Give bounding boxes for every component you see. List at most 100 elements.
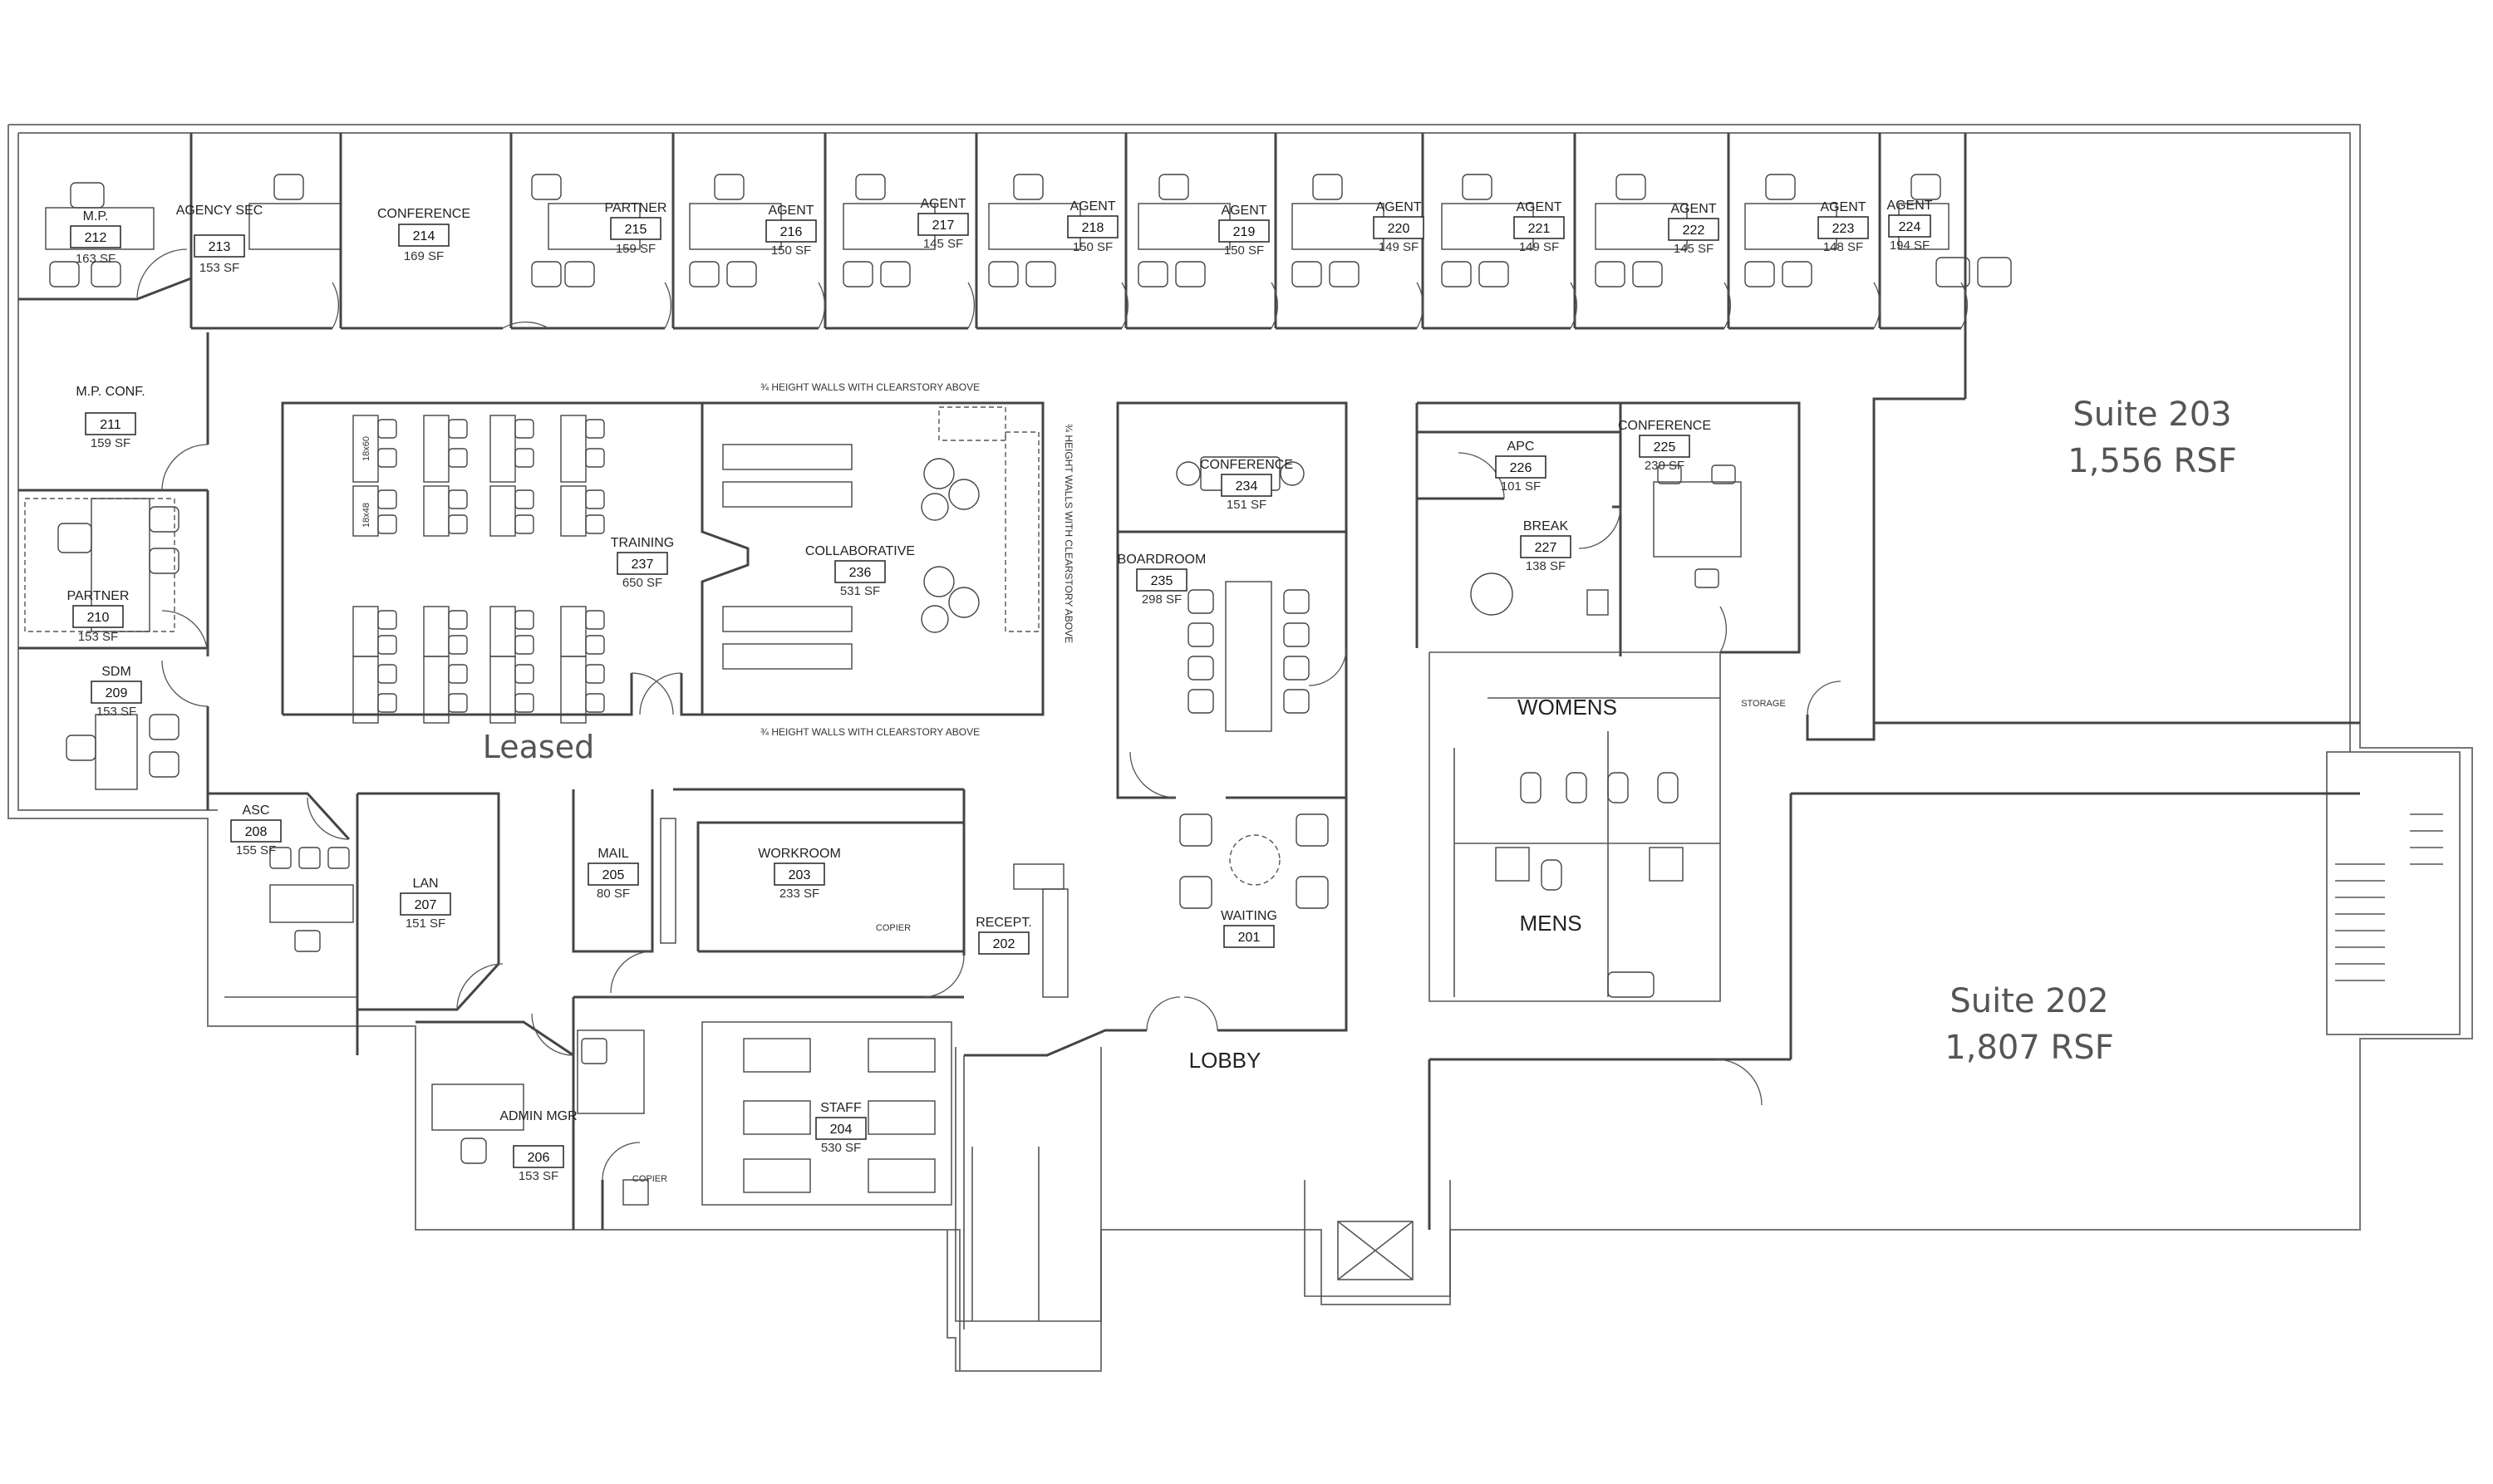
svg-text:235: 235 <box>1151 574 1173 588</box>
svg-text:153 SF: 153 SF <box>96 705 136 719</box>
svg-text:218: 218 <box>1082 221 1104 235</box>
training-desks <box>352 415 605 724</box>
west-offices <box>18 332 209 810</box>
svg-text:Suite 203: Suite 203 <box>2073 396 2231 434</box>
room-214: CONFERENCE 214 169 SF <box>377 207 470 263</box>
door-swings <box>136 248 1969 1181</box>
svg-text:150 SF: 150 SF <box>1224 243 1264 258</box>
svg-text:MAIL: MAIL <box>597 847 628 861</box>
svg-text:224: 224 <box>1899 220 1921 234</box>
svg-text:225: 225 <box>1654 440 1676 455</box>
svg-text:AGENT: AGENT <box>1820 200 1866 214</box>
wall-note-bottom: ¾ HEIGHT WALLS WITH CLEARSTORY ABOVE <box>760 726 980 738</box>
desk-size-label: 18x60 <box>361 436 371 461</box>
storage-label: STORAGE <box>1741 699 1786 709</box>
svg-text:212: 212 <box>85 231 107 245</box>
svg-text:PARTNER: PARTNER <box>605 201 667 215</box>
svg-text:AGENT: AGENT <box>1375 200 1421 214</box>
svg-text:APC: APC <box>1507 440 1535 454</box>
room-223: AGENT 223 148 SF <box>1817 200 1869 254</box>
svg-text:TRAINING: TRAINING <box>611 536 674 550</box>
womens-restroom-label: WOMENS <box>1517 695 1617 720</box>
svg-text:206: 206 <box>528 1151 550 1165</box>
wall-note-side: ¾ HEIGHT WALLS WITH CLEARSTORY ABOVE <box>1063 424 1074 643</box>
svg-text:159 SF: 159 SF <box>91 436 130 450</box>
svg-text:SDM: SDM <box>101 665 131 679</box>
svg-text:AGENT: AGENT <box>1516 200 1561 214</box>
svg-text:CONFERENCE: CONFERENCE <box>1618 419 1711 433</box>
svg-text:145 SF: 145 SF <box>923 237 963 251</box>
southwest-rooms <box>208 788 1069 1230</box>
svg-text:LAN: LAN <box>412 877 438 891</box>
svg-text:80 SF: 80 SF <box>597 887 630 901</box>
svg-text:1,556 RSF: 1,556 RSF <box>2068 442 2236 480</box>
room-202: RECEPT. 202 <box>976 916 1032 955</box>
svg-text:CONFERENCE: CONFERENCE <box>377 207 470 221</box>
svg-text:216: 216 <box>780 225 803 239</box>
svg-text:234: 234 <box>1236 479 1258 494</box>
building-exterior <box>7 124 2473 1372</box>
svg-text:CONFERENCE: CONFERENCE <box>1200 458 1293 472</box>
svg-text:WAITING: WAITING <box>1221 909 1277 923</box>
svg-text:155 SF: 155 SF <box>236 843 276 857</box>
svg-text:148 SF: 148 SF <box>1823 240 1863 254</box>
wall-note-top: ¾ HEIGHT WALLS WITH CLEARSTORY ABOVE <box>760 381 980 393</box>
svg-text:208: 208 <box>245 825 268 839</box>
svg-text:650 SF: 650 SF <box>622 576 662 590</box>
svg-text:153 SF: 153 SF <box>199 261 239 275</box>
room-219: AGENT 219 150 SF <box>1218 204 1270 258</box>
svg-text:AGENT: AGENT <box>1069 199 1115 214</box>
svg-text:223: 223 <box>1832 222 1855 236</box>
copier-label: COPIER <box>876 923 911 933</box>
svg-text:150 SF: 150 SF <box>1073 240 1113 254</box>
svg-text:220: 220 <box>1388 222 1410 236</box>
svg-text:219: 219 <box>1233 225 1256 239</box>
suite-203-label: Suite 203 1,556 RSF <box>2068 396 2236 480</box>
svg-text:230 SF: 230 SF <box>1645 459 1684 473</box>
svg-text:194 SF: 194 SF <box>1890 238 1930 253</box>
svg-text:138 SF: 138 SF <box>1526 559 1566 573</box>
svg-text:221: 221 <box>1528 222 1551 236</box>
svg-text:101 SF: 101 SF <box>1501 479 1541 494</box>
svg-text:217: 217 <box>932 219 955 233</box>
svg-text:BREAK: BREAK <box>1523 519 1569 533</box>
svg-text:214: 214 <box>413 229 435 243</box>
svg-text:226: 226 <box>1510 461 1532 475</box>
svg-text:STAFF: STAFF <box>820 1101 862 1115</box>
svg-text:ADMIN MGR: ADMIN MGR <box>499 1109 577 1123</box>
svg-text:RECEPT.: RECEPT. <box>976 916 1032 930</box>
svg-text:207: 207 <box>415 898 437 912</box>
svg-text:145 SF: 145 SF <box>1674 242 1714 256</box>
svg-text:150 SF: 150 SF <box>771 243 811 258</box>
svg-text:AGENCY SEC: AGENCY SEC <box>176 204 263 218</box>
suite-202-label: Suite 202 1,807 RSF <box>1945 982 2113 1067</box>
svg-text:233 SF: 233 SF <box>779 887 819 901</box>
svg-text:169 SF: 169 SF <box>404 249 444 263</box>
svg-text:151 SF: 151 SF <box>1227 498 1266 512</box>
svg-text:1,807 RSF: 1,807 RSF <box>1945 1029 2113 1067</box>
svg-text:153 SF: 153 SF <box>78 630 118 644</box>
svg-text:211: 211 <box>100 418 121 432</box>
room-201: WAITING 201 <box>1221 909 1277 948</box>
lobby-label: LOBBY <box>1189 1048 1261 1073</box>
svg-text:202: 202 <box>993 937 1015 951</box>
svg-text:201: 201 <box>1238 931 1261 945</box>
svg-text:AGENT: AGENT <box>1221 204 1266 218</box>
